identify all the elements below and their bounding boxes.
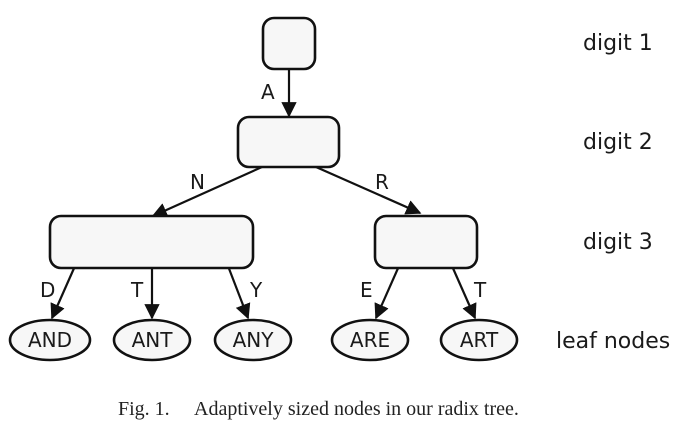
leaf-label-ant: ANT xyxy=(132,328,174,352)
edge-label-t-right: T xyxy=(473,278,487,302)
figure-caption-label: Fig. 1. xyxy=(118,398,170,420)
edge-label-d: D xyxy=(40,278,55,302)
edge-label-e: E xyxy=(360,278,373,302)
edge-right-to-are xyxy=(374,265,401,320)
leaf-node-ant xyxy=(112,318,192,362)
leaf-node-any xyxy=(213,318,293,362)
figure-caption-text: Adaptively sized nodes in our radix tree… xyxy=(194,398,519,420)
edge-left-to-any xyxy=(226,265,251,320)
edge-left-to-and xyxy=(50,265,77,320)
edge-label-r: R xyxy=(375,170,389,194)
edge-label-a: A xyxy=(261,80,275,104)
level-label-digit2: digit 2 xyxy=(583,130,653,155)
leaf-node-art xyxy=(439,318,519,362)
tree-node-digit3-left xyxy=(48,214,255,270)
level-label-digit3: digit 3 xyxy=(583,230,653,255)
edge-label-y: Y xyxy=(249,278,263,302)
edge-label-t-left: T xyxy=(130,278,144,302)
tree-node-digit3-right xyxy=(373,214,479,270)
leaf-label-any: ANY xyxy=(233,328,275,352)
edge-node2-to-node3-right xyxy=(315,165,422,215)
tree-node-digit1 xyxy=(261,16,317,71)
edge-right-to-art xyxy=(450,265,477,320)
leaf-node-and xyxy=(8,318,92,362)
level-label-leaf-nodes: leaf nodes xyxy=(556,329,670,354)
tree-node-digit2 xyxy=(236,115,341,169)
leaf-label-are: ARE xyxy=(350,328,390,352)
leaf-label-and: AND xyxy=(28,328,72,352)
level-label-digit1: digit 1 xyxy=(583,31,653,56)
edge-label-n: N xyxy=(190,170,205,194)
leaf-label-art: ART xyxy=(460,328,499,352)
edge-node2-to-node3-left xyxy=(151,165,263,218)
leaf-node-are xyxy=(330,318,410,362)
